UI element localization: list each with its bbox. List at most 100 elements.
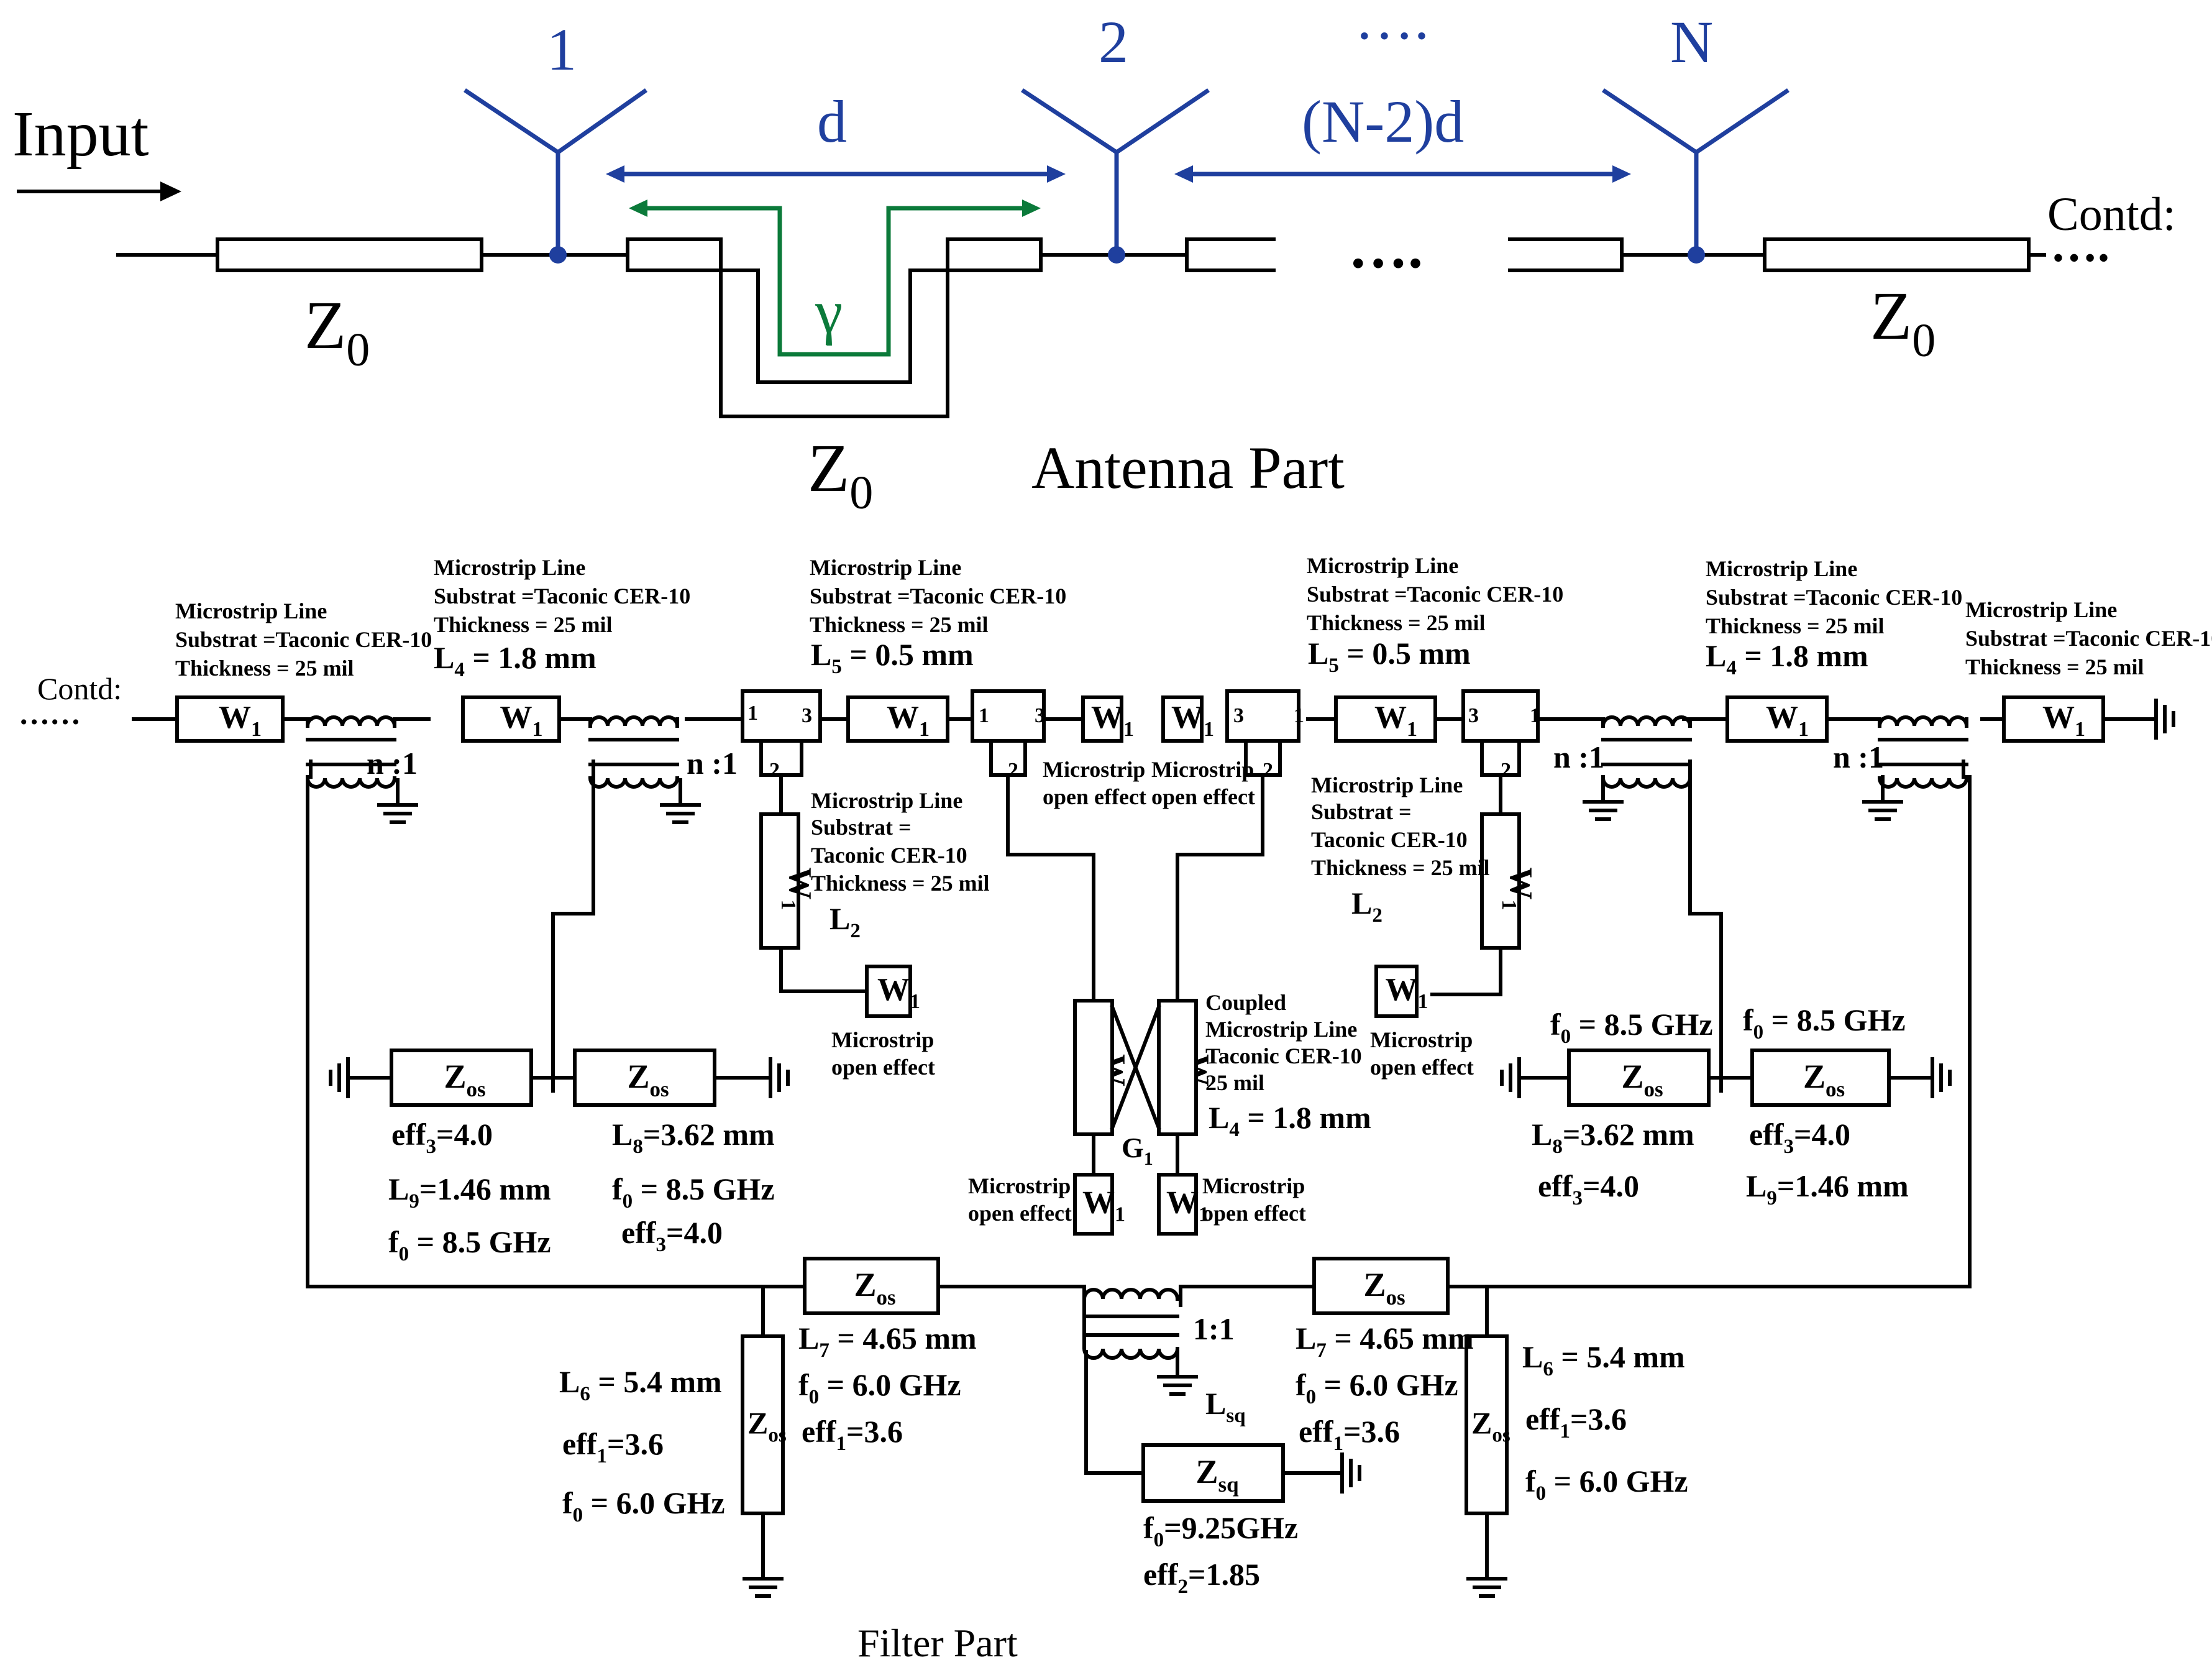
ml-label-4-line3: Thickness = 25 mil: [1307, 610, 1486, 635]
spacing-d-label: d: [817, 88, 847, 155]
transformer-4-bottom-coil: [1877, 776, 1969, 789]
open-l-1: Microstrip: [831, 1027, 934, 1052]
w1-box-open-bl-label: W1: [1082, 1185, 1125, 1226]
ml-label-4-line1-part-0: Microstrip Line: [1307, 553, 1458, 578]
l4-label-right-part-1: 4: [1726, 657, 1737, 679]
meander-outer: [626, 237, 1043, 384]
w1-box-3-label-part-1: 1: [919, 718, 930, 741]
open-t2-1: Microstrip: [1043, 757, 1145, 782]
ml-label-v1-d: Thickness = 25 mil: [811, 871, 990, 896]
ml-label-5-line1-part-0: Microstrip Line: [1706, 556, 1857, 581]
w1-box-7-label-part-1: 1: [1798, 718, 1809, 741]
zsq-box-label: Zsq: [1196, 1453, 1240, 1497]
l6-label-r-part-0: L: [1522, 1339, 1543, 1374]
open-br-1: Microstrip: [1202, 1173, 1305, 1198]
l4-label-coupled-part-2: = 1.8 mm: [1240, 1100, 1371, 1135]
l6-label-l: L6 = 5.4 mm: [559, 1364, 722, 1405]
z0-left-sub: 0: [346, 324, 370, 376]
ml-label-3-line2-part-0: Substrat =Taconic CER-10: [810, 584, 1066, 608]
ml-label-1-line2: Substrat =Taconic CER-10: [175, 627, 432, 652]
f85-label-l2-part-1: 0: [623, 1190, 633, 1213]
eff3-label-r2-part-1: 3: [1784, 1136, 1794, 1158]
zos-vert-l-label-part-1: os: [768, 1425, 787, 1447]
ml-label-v1-a: Microstrip Line: [811, 788, 962, 813]
eff2-label-part-2: =1.85: [1188, 1557, 1260, 1592]
spacing-n-label: (N-2)d: [1302, 88, 1464, 155]
w1-box-5-label-part-0: W: [1171, 700, 1204, 735]
f60-label-b2-part-2: = 6.0 GHz: [1316, 1367, 1458, 1402]
f85-label-r2: f0 = 8.5 GHz: [1743, 1003, 1906, 1044]
eff3-label-l: eff3=4.0: [391, 1117, 493, 1158]
eff3-label-r1-part-0: eff: [1538, 1168, 1573, 1203]
ml-label-2-line1: Microstrip Line: [434, 555, 585, 580]
ml-label-2-line3-part-0: Thickness = 25 mil: [434, 612, 613, 637]
zos-vert-r: [1465, 1334, 1509, 1515]
z0-label-right: Z0: [1870, 278, 1936, 367]
l4-label-coupled-part-0: L: [1209, 1100, 1229, 1135]
ratio-3: n :1: [1553, 740, 1604, 774]
f60-label-b1: f0 = 6.0 GHz: [798, 1367, 961, 1408]
ml-label-v1-c-part-0: Taconic CER-10: [811, 843, 967, 868]
transformer-4-top-coil: [1877, 715, 1969, 728]
transformer-3-bottom-coil: [1601, 776, 1693, 789]
ml-label-3-line2: Substrat =Taconic CER-10: [810, 584, 1066, 608]
w1-vert-left-label-group: W1: [777, 868, 818, 911]
l9-label-l: L9=1.46 mm: [388, 1172, 551, 1213]
zos-box-b1-label: Zos: [854, 1266, 896, 1310]
f85-label-r2-part-2: = 8.5 GHz: [1763, 1003, 1905, 1037]
ml-label-4-line3-part-0: Thickness = 25 mil: [1307, 610, 1486, 635]
eff1-label-l-part-1: 1: [597, 1445, 608, 1467]
eff1-label-l-part-0: eff: [562, 1426, 598, 1461]
open-l-2-part-0: open effect: [831, 1055, 935, 1080]
w1-box-8-label-part-1: 1: [2075, 718, 2085, 741]
w1-vert-left: [759, 812, 800, 950]
ratio-1: n :1: [367, 746, 418, 781]
open-r-2: open effect: [1370, 1055, 1474, 1080]
l5-label-left-part-2: = 0.5 mm: [842, 637, 974, 672]
port-label-11-part-0: 2: [1501, 759, 1511, 782]
ratio-11: 1:1: [1193, 1311, 1235, 1346]
t-junction-4-stem: [1480, 739, 1521, 777]
l5-label-right-part-2: = 0.5 mm: [1339, 636, 1471, 671]
ml-label-4-line2-part-0: Substrat =Taconic CER-10: [1307, 582, 1563, 607]
l6-label-r-part-1: 6: [1543, 1358, 1553, 1380]
line-dots: ….: [1348, 214, 1423, 280]
zos-vert-l: [741, 1334, 785, 1515]
w1-box-open-br-label-part-1: 1: [1199, 1203, 1209, 1226]
gamma-label: γ: [815, 277, 843, 346]
ml-label-3-line3: Thickness = 25 mil: [810, 612, 989, 637]
lsq-label-part-0: L: [1205, 1386, 1226, 1421]
w1-box-open-br-label-part-0: W: [1166, 1185, 1199, 1221]
transformer-11-top: [1082, 1288, 1180, 1301]
l2-label-right-part-1: 2: [1372, 904, 1382, 927]
f60-label-r: f0 = 6.0 GHz: [1525, 1464, 1688, 1505]
antenna-n: [1602, 88, 1789, 255]
antenna-ellipsis: ….: [1355, 0, 1429, 52]
zos-vert-r-label-part-1: os: [1492, 1425, 1510, 1447]
f85-label-r1-part-2: = 8.5 GHz: [1571, 1007, 1712, 1042]
coupled-label-2: Microstrip Line: [1205, 1017, 1357, 1042]
gamma-path: [640, 206, 1028, 357]
eff3-label-l2-part-0: eff: [621, 1215, 657, 1250]
open-br-1-part-0: Microstrip: [1202, 1173, 1305, 1198]
z0-meander-z: Z: [808, 430, 849, 506]
w1-box-7-label-part-0: W: [1766, 700, 1798, 735]
eff1-label-b1-part-0: eff: [802, 1414, 837, 1449]
w1-vert-left-label-part-1: 1: [777, 900, 800, 911]
antenna-part: Input 1 2 …. N: [12, 0, 2176, 519]
l7-label-l-part-1: 7: [819, 1339, 830, 1362]
w1-vert-right: [1480, 812, 1521, 950]
port-label-1-part-0: 3: [802, 704, 812, 727]
z0-line-right: [1763, 237, 2031, 272]
routing-wires: [306, 759, 1972, 1571]
l2-label-right: L2: [1351, 886, 1382, 927]
eff2-label-part-0: eff: [1143, 1557, 1179, 1592]
contd-label-filter-part-0: Contd:: [37, 671, 122, 706]
zos-vert-r-label: Zos: [1471, 1406, 1510, 1447]
ml-label-6-line3: Thickness = 25 mil: [1965, 654, 2144, 679]
port-label-2: 2: [769, 759, 780, 782]
w1-box-open-bl-label-part-0: W: [1082, 1185, 1115, 1221]
input-label: Input: [12, 98, 149, 170]
l5-label-right-part-0: L: [1308, 636, 1328, 671]
zos-box-r2-label-part-1: os: [1826, 1077, 1845, 1101]
